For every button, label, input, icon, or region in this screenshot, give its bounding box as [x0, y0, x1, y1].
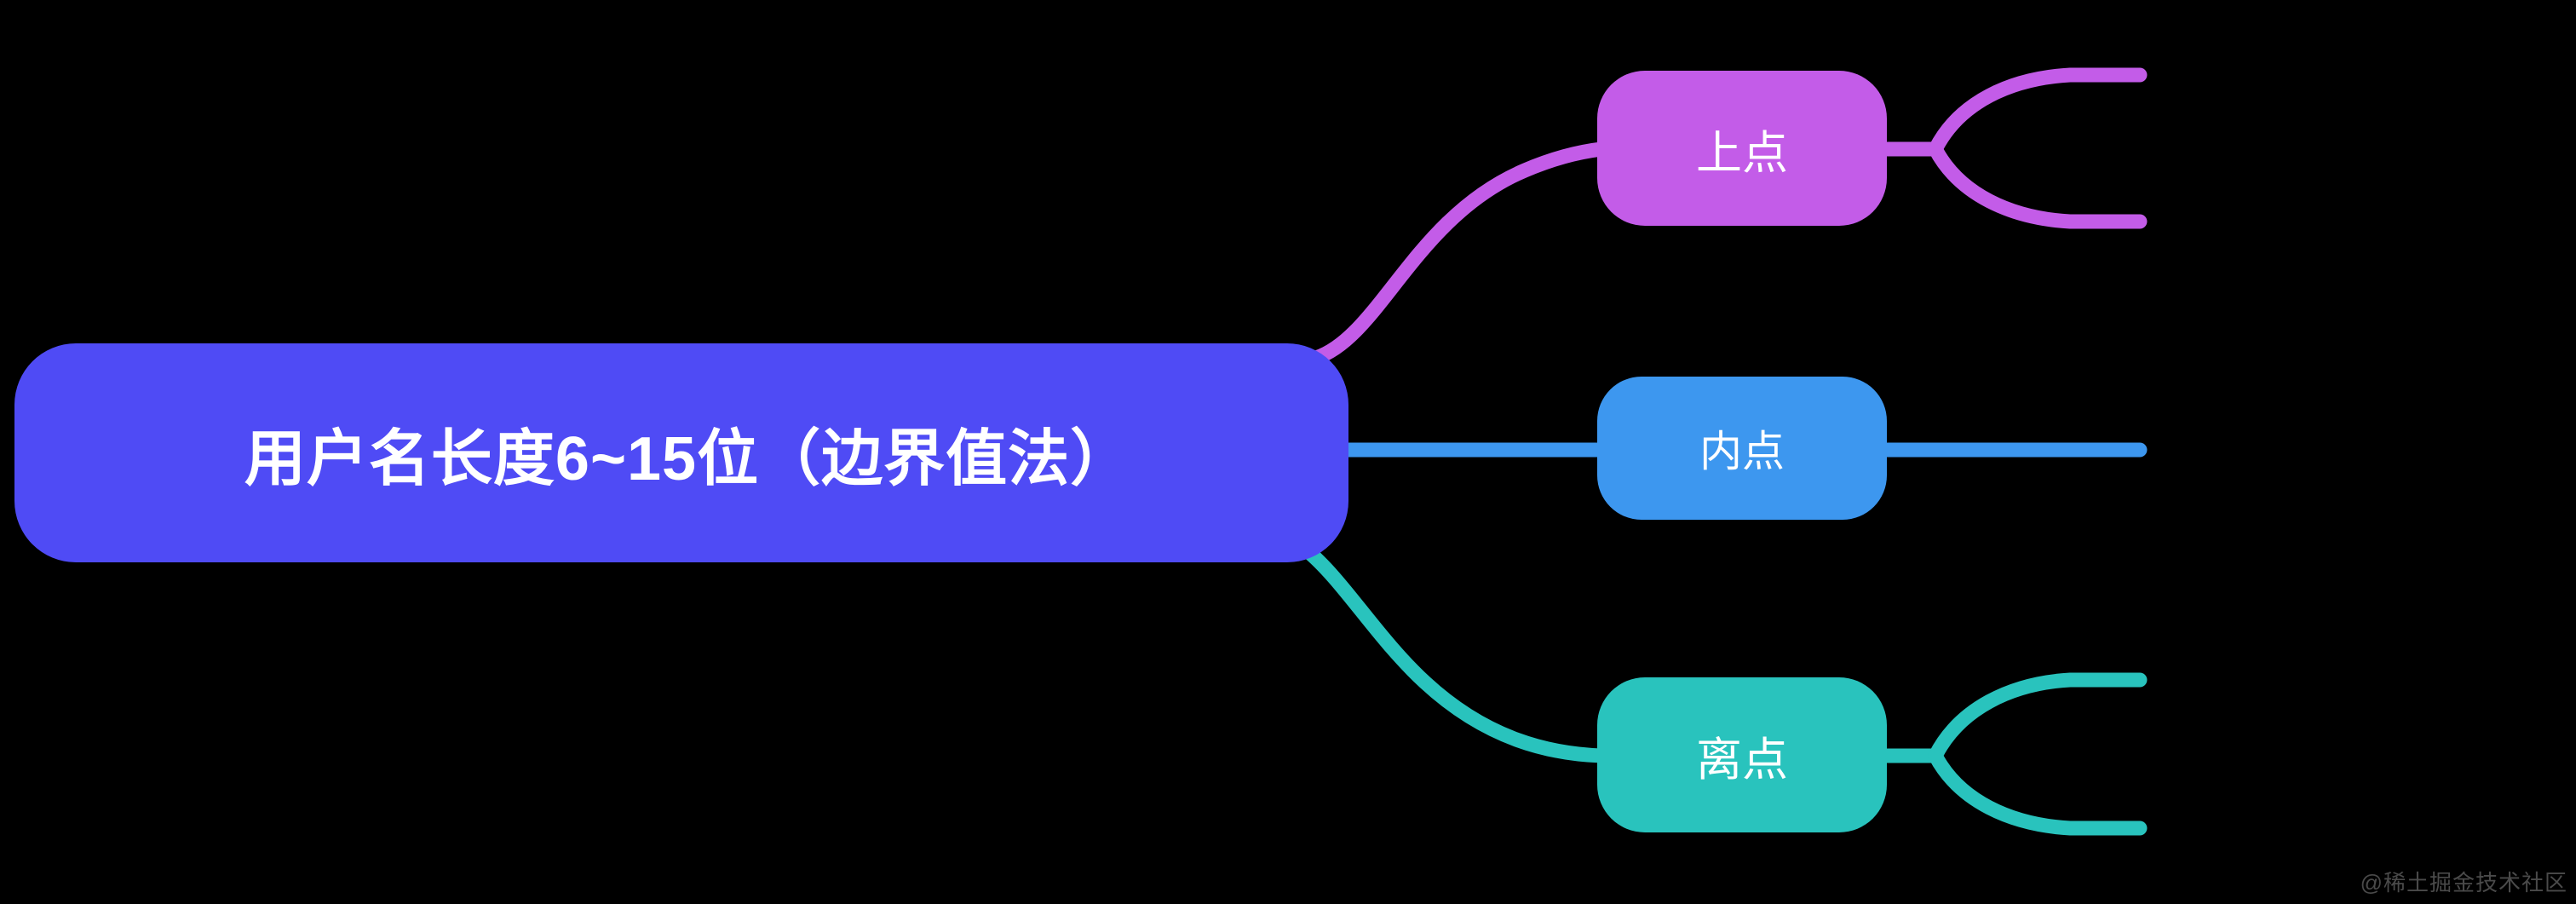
mindmap-node-off-point[interactable]: 离点: [1597, 677, 1887, 832]
mindmap-node-inner-point[interactable]: 内点: [1597, 377, 1887, 520]
edge-root-to-upper-point: [1308, 141, 1609, 366]
edge-off-point-branch-1: [1928, 672, 2148, 763]
off-point-label: 离点: [1696, 734, 1788, 786]
inner-point-label: 内点: [1699, 428, 1785, 475]
upper-point-label: 上点: [1696, 127, 1788, 179]
mindmap-node-upper-point[interactable]: 上点: [1597, 71, 1887, 226]
watermark-label: @稀土掘金技术社区: [2360, 870, 2567, 895]
mindmap-root-node[interactable]: 用户名长度6~15位（边界值法）: [14, 343, 1348, 562]
edge-upper-point-branch-1: [1928, 67, 2148, 157]
root-node-label: 用户名长度6~15位（边界值法）: [244, 425, 1133, 493]
edge-upper-point-branch-2: [1928, 141, 2148, 229]
edge-root-to-off-point: [1298, 542, 1609, 763]
edge-off-point-branch-2: [1928, 748, 2148, 836]
